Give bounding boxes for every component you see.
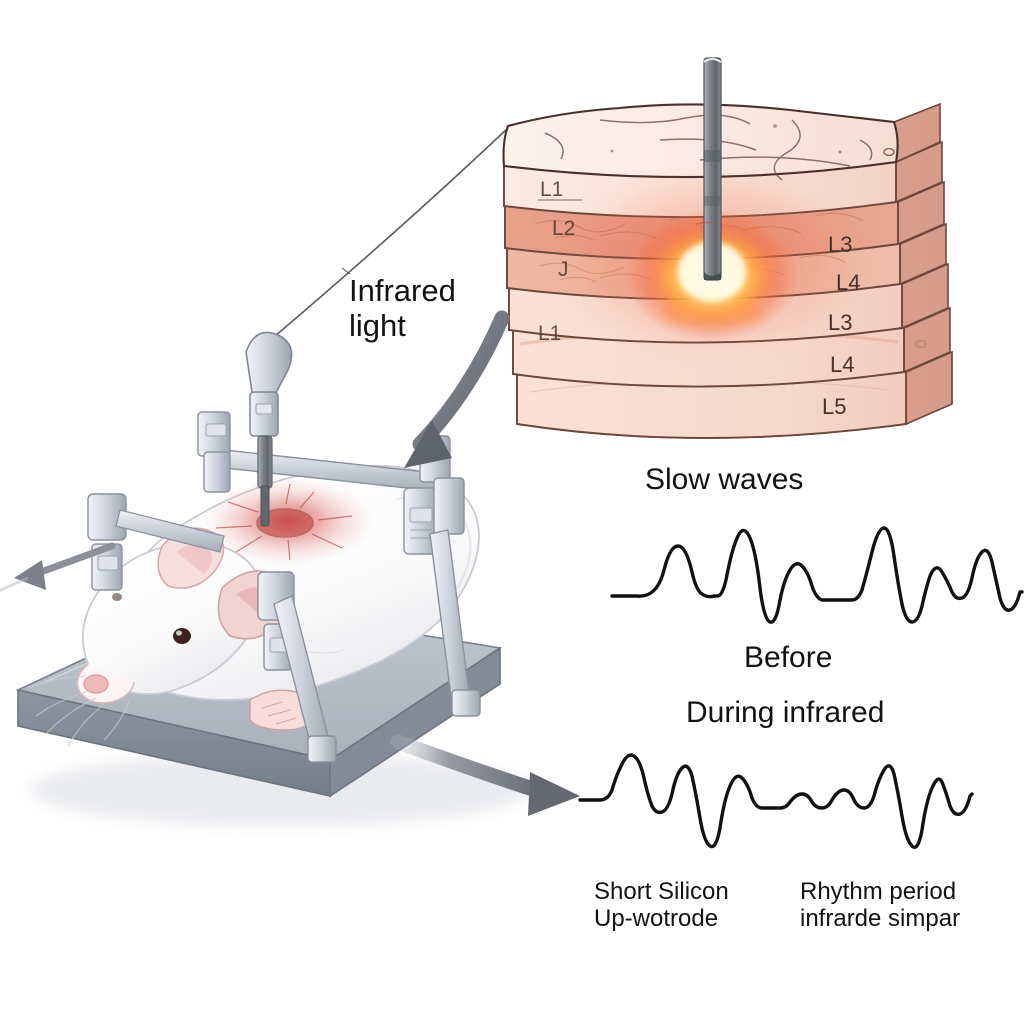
- layer-label-r0: L3: [828, 232, 852, 257]
- cortex-layer-1-top: [502, 102, 941, 181]
- layer-label-r2: L3: [828, 310, 852, 335]
- layer-label-l0: L1: [540, 178, 563, 201]
- ear-bar-arrow: [0, 542, 116, 592]
- caption-left: Short Silicon Up-wotrode: [594, 878, 729, 932]
- layer-label-l3: L1: [538, 322, 561, 345]
- cortex-layer-labels-left: L1 L2 J L1: [538, 178, 582, 345]
- cortical-block: L3 L4 L3 L4 L5 L1 L2 J L1: [502, 57, 953, 439]
- waveform-path-before: [610, 526, 1024, 624]
- arrow-animal-to-trace: [390, 734, 580, 816]
- layer-label-l1: L2: [552, 217, 575, 240]
- layer-label-r1: L4: [836, 270, 860, 295]
- caption-right: Rhythm period infrarde simpar: [800, 878, 961, 932]
- before-label: Before: [744, 641, 833, 674]
- layer-label-r4: L5: [822, 394, 846, 419]
- layer-label-l2: J: [558, 258, 569, 281]
- optical-fiber-probe: [695, 57, 722, 281]
- arrow-block-to-animal: [404, 310, 510, 468]
- infrared-light-label: Infrared light: [349, 273, 456, 343]
- animal-rig: [0, 331, 530, 826]
- craniotomy: [202, 477, 374, 565]
- layer-label-r3: L4: [830, 352, 854, 377]
- rat: [27, 464, 480, 747]
- trace-before: [610, 526, 1024, 624]
- during-infrared-label: During infrared: [686, 696, 885, 729]
- probe-holder: [245, 331, 293, 527]
- trace-during: [578, 753, 974, 849]
- slow-waves-title: Slow waves: [645, 463, 804, 496]
- waveform-path-during: [578, 753, 974, 849]
- leader-line: [267, 127, 509, 343]
- cortex-layer-labels-right: L3 L4 L3 L4 L5: [822, 232, 860, 419]
